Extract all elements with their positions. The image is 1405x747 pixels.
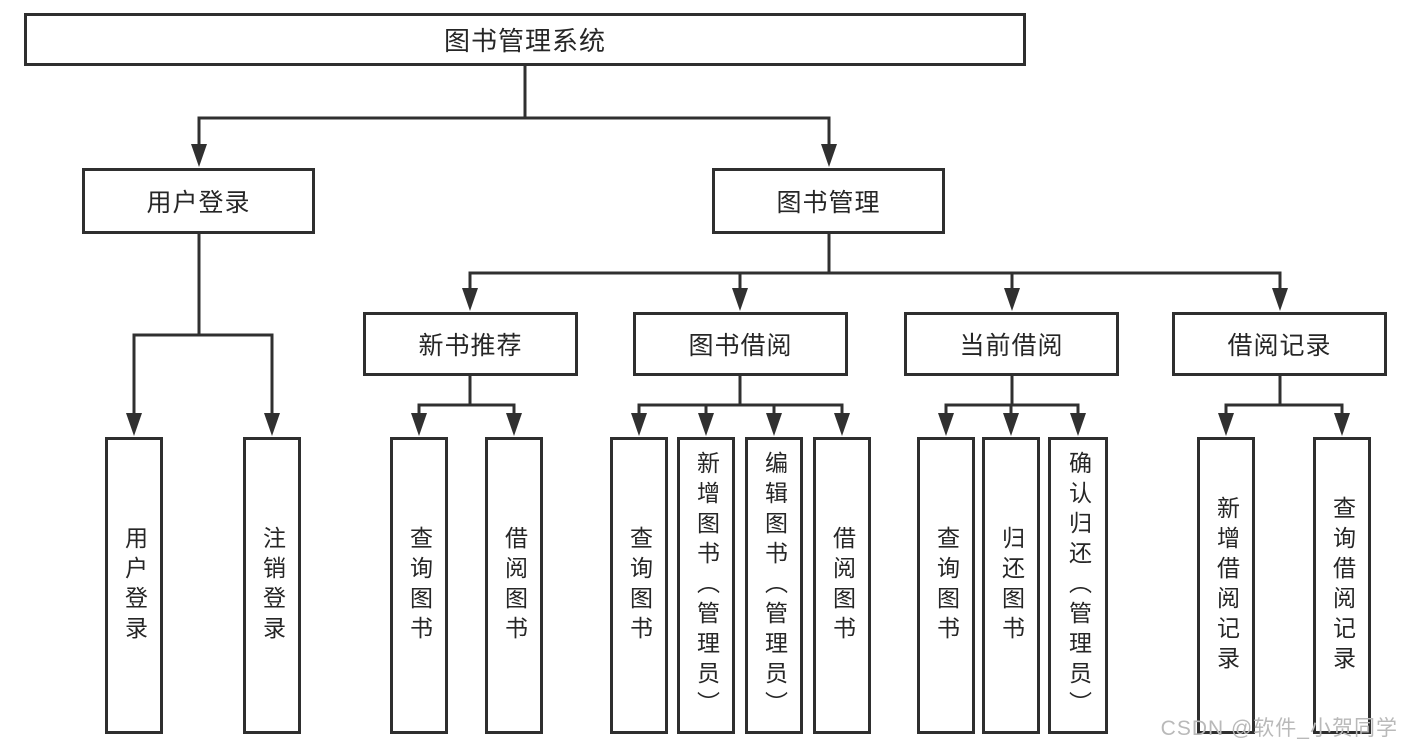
leaf-search-books-borrowing: 查询图书 — [610, 437, 668, 734]
node-root: 图书管理系统 — [24, 13, 1026, 66]
leaf-borrow-books-recommend: 借阅图书 — [485, 437, 543, 734]
leaf-borrow-books-borrowing: 借阅图书 — [813, 437, 871, 734]
node-book-borrowing: 图书借阅 — [633, 312, 848, 376]
node-new-book-recommend-label: 新书推荐 — [418, 332, 523, 360]
leaf-borrow-books-recommend-label: 借阅图书 — [501, 525, 528, 646]
leaf-edit-book-admin-label: 编辑图书（管理员） — [761, 450, 788, 721]
leaf-search-books-recommend-label: 查询图书 — [406, 525, 433, 646]
node-borrowing-records: 借阅记录 — [1172, 312, 1387, 376]
node-root-label: 图书管理系统 — [443, 26, 606, 56]
node-borrowing-records-label: 借阅记录 — [1227, 332, 1332, 360]
node-user-login: 用户登录 — [82, 168, 315, 234]
leaf-return-books: 归还图书 — [982, 437, 1040, 734]
node-book-management-label: 图书管理 — [776, 189, 881, 217]
node-book-borrowing-label: 图书借阅 — [688, 332, 793, 360]
node-new-book-recommend: 新书推荐 — [363, 312, 578, 376]
leaf-search-books-recommend: 查询图书 — [390, 437, 448, 734]
leaf-logout-label: 注销登录 — [259, 525, 286, 646]
leaf-search-books-current: 查询图书 — [917, 437, 975, 734]
leaf-confirm-return-admin-label: 确认归还（管理员） — [1065, 450, 1092, 721]
leaf-confirm-return-admin: 确认归还（管理员） — [1048, 437, 1108, 734]
leaf-user-login-label: 用户登录 — [121, 525, 148, 646]
leaf-search-borrow-record-label: 查询借阅记录 — [1329, 495, 1356, 676]
leaf-search-borrow-record: 查询借阅记录 — [1313, 437, 1371, 734]
leaf-search-books-borrowing-label: 查询图书 — [626, 525, 653, 646]
leaf-add-borrow-record-label: 新增借阅记录 — [1213, 495, 1240, 676]
leaf-add-borrow-record: 新增借阅记录 — [1197, 437, 1255, 734]
leaf-return-books-label: 归还图书 — [998, 525, 1025, 646]
leaf-add-book-admin-label: 新增图书（管理员） — [693, 450, 720, 721]
node-book-management: 图书管理 — [712, 168, 945, 234]
leaf-user-login: 用户登录 — [105, 437, 163, 734]
node-user-login-label: 用户登录 — [146, 189, 251, 217]
leaf-search-books-current-label: 查询图书 — [933, 525, 960, 646]
leaf-logout: 注销登录 — [243, 437, 301, 734]
node-current-borrowing-label: 当前借阅 — [959, 332, 1064, 360]
leaf-borrow-books-borrowing-label: 借阅图书 — [829, 525, 856, 646]
leaf-add-book-admin: 新增图书（管理员） — [677, 437, 735, 734]
node-current-borrowing: 当前借阅 — [904, 312, 1119, 376]
csdn-watermark: CSDN @软件_小贺同学 — [1160, 717, 1398, 740]
leaf-edit-book-admin: 编辑图书（管理员） — [745, 437, 803, 734]
